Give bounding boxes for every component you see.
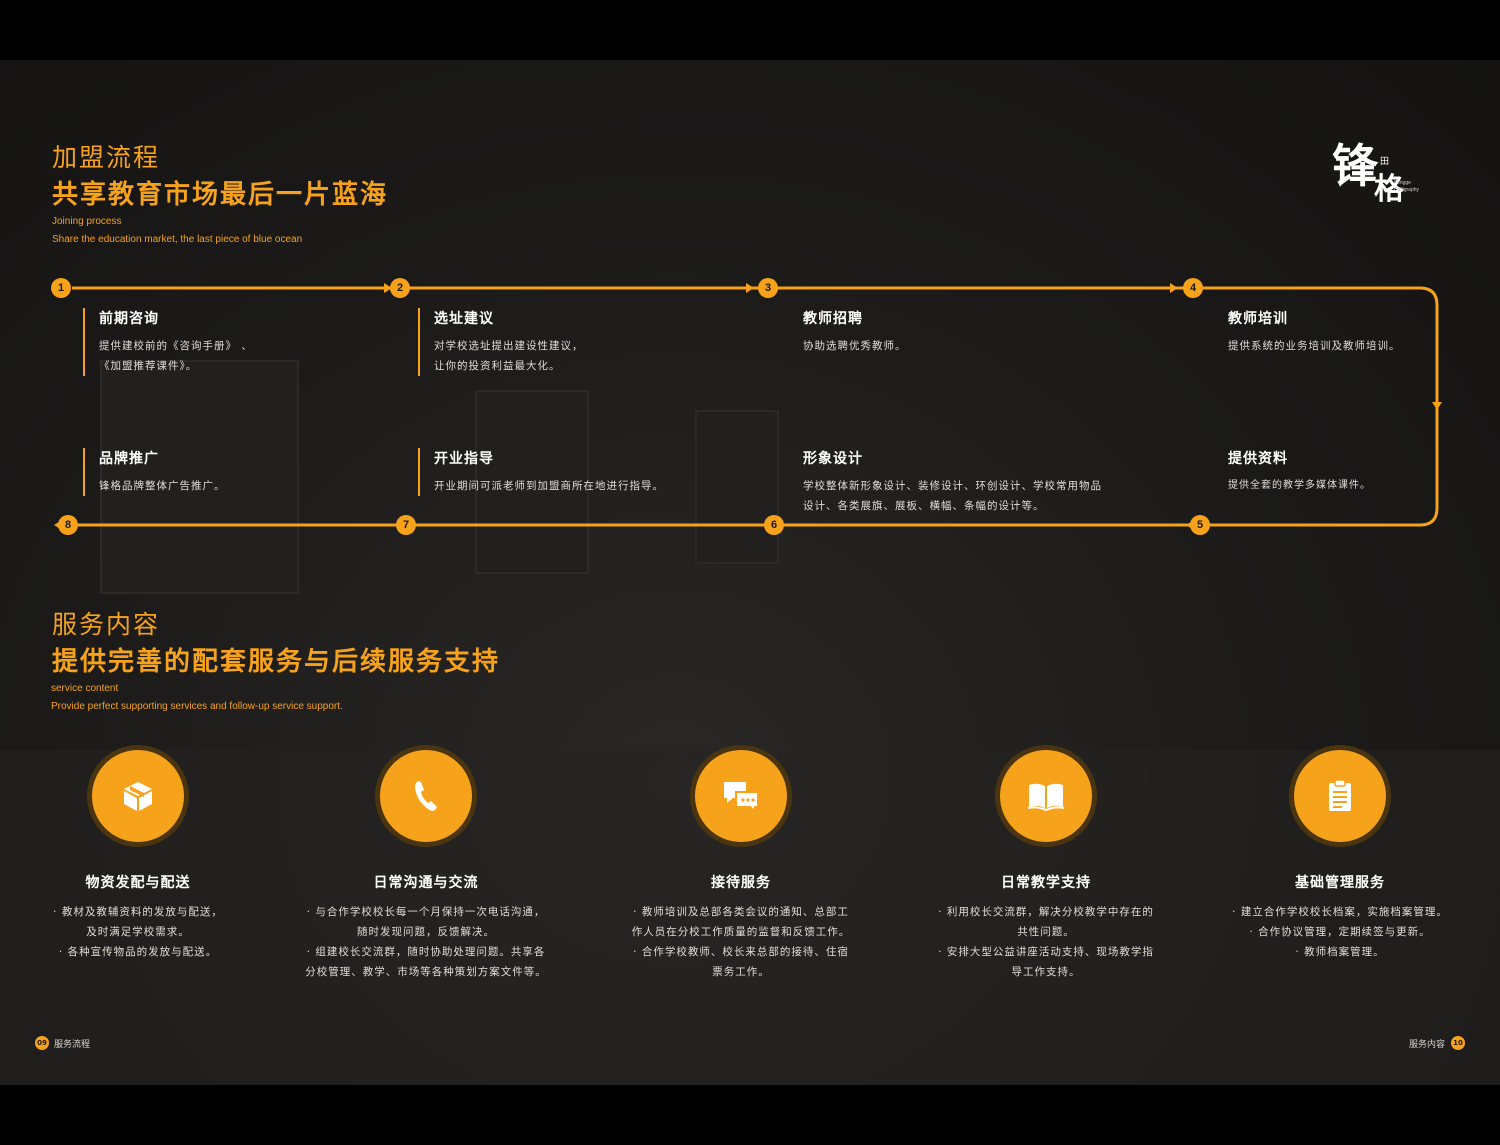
- section-headline-service: 提供完善的配套服务与后续服务支持: [52, 647, 501, 677]
- service-desc-line: · 合作协议管理，定期续签与更新。: [1249, 926, 1431, 938]
- step-title: 品牌推广: [99, 451, 159, 467]
- service-desc-communication: · 与合作学校校长每一个月保持一次电话沟通， 随时发现问题，反馈解决。 · 组建…: [286, 902, 566, 982]
- arrow-right-icon: [1170, 283, 1178, 293]
- section-headline-joining: 共享教育市场最后一片蓝海: [52, 180, 389, 210]
- service-desc-management: · 建立合作学校校长档案，实施档案管理。 · 合作协议管理，定期续签与更新。 ·…: [1200, 902, 1480, 962]
- brand-logo: 锋 格 田 Fengge Calligraphy: [1328, 130, 1438, 230]
- step-number: 1: [51, 278, 71, 298]
- step-number: 3: [758, 278, 778, 298]
- service-desc-line: · 合作学校教师、校长来总部的接待、住宿 票务工作。: [633, 946, 849, 978]
- brochure-spread: 加盟流程 共享教育市场最后一片蓝海 Joining process Share …: [0, 60, 1500, 1085]
- step-desc: 提供系统的业务培训及教师培训。: [1228, 340, 1401, 352]
- step-desc: 提供建校前的《咨询手册》 、 《加盟推荐课件》。: [99, 340, 253, 372]
- step-materials: 提供资料 提供全套的教学多媒体课件。: [1212, 448, 1438, 496]
- step-title: 选址建议: [434, 311, 494, 327]
- logo-char-ge: 格: [1374, 172, 1404, 207]
- section-en-subtitle-joining: Share the education market, the last pie…: [52, 234, 303, 245]
- step-brand-promotion: 品牌推广 锋格品牌整体广告推广。: [83, 448, 359, 496]
- step-number: 7: [396, 515, 416, 535]
- package-icon: [92, 750, 184, 842]
- step-title: 教师培训: [1228, 311, 1288, 327]
- phone-icon: [380, 750, 472, 842]
- background-poster: [695, 410, 779, 564]
- service-desc-line: · 各种宣传物品的发放与配送。: [58, 946, 218, 958]
- service-desc-line: · 利用校长交流群，解决分校教学中存在的 共性问题。: [938, 906, 1154, 938]
- service-title: 日常沟通与交流: [373, 875, 479, 891]
- section-title-service: 服务内容: [52, 610, 161, 639]
- footer-label-left: 服务流程: [54, 1040, 91, 1050]
- service-title: 基础管理服务: [1295, 875, 1385, 891]
- step-desc: 协助选聘优秀教师。: [803, 340, 907, 352]
- step-title: 开业指导: [434, 451, 494, 467]
- step-title: 形象设计: [803, 451, 863, 467]
- clipboard-icon: [1294, 750, 1386, 842]
- logo-en-text: Fengge Calligraphy: [1394, 180, 1419, 194]
- service-desc-line: · 组建校长交流群，随时协助处理问题。共享各 分校管理、教学、市场等各种策划方案…: [305, 946, 547, 978]
- step-teacher-recruitment: 教师招聘 协助选聘优秀教师。: [787, 308, 1103, 356]
- service-desc-line: · 安排大型公益讲座活动支持、现场教学指 导工作支持。: [938, 946, 1154, 978]
- arrow-right-icon: [746, 283, 754, 293]
- page-number-left: 09: [35, 1036, 49, 1050]
- step-desc: 开业期间可派老师到加盟商所在地进行指导。: [434, 480, 664, 492]
- service-title: 接待服务: [711, 875, 771, 891]
- service-desc-line: · 与合作学校校长每一个月保持一次电话沟通， 随时发现问题，反馈解决。: [306, 906, 546, 938]
- step-opening-guidance: 开业指导 开业期间可派老师到加盟商所在地进行指导。: [418, 448, 734, 496]
- arrow-down-icon: [1432, 402, 1442, 410]
- book-icon: [1000, 750, 1092, 842]
- page-number-right: 10: [1451, 1036, 1465, 1050]
- step-desc: 提供全套的教学多媒体课件。: [1228, 480, 1371, 491]
- service-desc-line: · 建立合作学校校长档案，实施档案管理。: [1232, 906, 1448, 918]
- chat-icon: [695, 750, 787, 842]
- step-number: 8: [58, 515, 78, 535]
- logo-char-feng: 锋: [1332, 139, 1378, 193]
- step-number: 4: [1183, 278, 1203, 298]
- service-title: 物资发配与配送: [85, 875, 191, 891]
- step-number: 5: [1190, 515, 1210, 535]
- step-teacher-training: 教师培训 提供系统的业务培训及教师培训。: [1212, 308, 1448, 356]
- service-title: 日常教学支持: [1001, 875, 1091, 891]
- service-desc-reception: · 教师培训及总部各类会议的通知、总部工 作人员在分校工作质量的监督和反馈工作。…: [601, 902, 881, 982]
- section-en-title-service: service content: [51, 683, 119, 694]
- step-desc: 学校整体新形象设计、装修设计、环创设计、学校常用物品 设计、各类展旗、展板、横幅…: [803, 480, 1102, 512]
- background-poster: [100, 360, 299, 594]
- step-desc: 锋格品牌整体广告推广。: [99, 480, 226, 492]
- service-desc-materials: · 教材及教辅资料的发放与配送， 及时满足学校需求。 · 各种宣传物品的发放与配…: [0, 902, 278, 962]
- footer-label-right: 服务内容: [1409, 1040, 1446, 1050]
- service-desc-line: · 教师培训及总部各类会议的通知、总部工 作人员在分校工作质量的监督和反馈工作。: [631, 906, 851, 938]
- step-title: 提供资料: [1228, 451, 1288, 467]
- step-number: 2: [390, 278, 410, 298]
- step-number: 6: [764, 515, 784, 535]
- section-en-subtitle-service: Provide perfect supporting services and …: [51, 701, 343, 712]
- logo-en-line: Calligraphy: [1394, 187, 1420, 193]
- background-poster: [475, 390, 589, 574]
- step-title: 教师招聘: [803, 311, 863, 327]
- step-image-design: 形象设计 学校整体新形象设计、装修设计、环创设计、学校常用物品 设计、各类展旗、…: [787, 448, 1163, 516]
- step-site-selection: 选址建议 对学校选址提出建设性建议， 让你的投资利益最大化。: [418, 308, 734, 376]
- service-desc-teaching-support: · 利用校长交流群，解决分校教学中存在的 共性问题。 · 安排大型公益讲座活动支…: [906, 902, 1186, 982]
- logo-seal: 田: [1380, 157, 1390, 167]
- step-consultation: 前期咨询 提供建校前的《咨询手册》 、 《加盟推荐课件》。: [83, 308, 359, 376]
- arrow-right-icon: [384, 283, 392, 293]
- section-en-title-joining: Joining process: [52, 216, 122, 227]
- section-title-joining: 加盟流程: [52, 143, 161, 172]
- service-desc-line: · 教材及教辅资料的发放与配送， 及时满足学校需求。: [53, 906, 223, 938]
- step-title: 前期咨询: [99, 311, 159, 327]
- service-desc-line: · 教师档案管理。: [1295, 946, 1385, 958]
- step-desc: 对学校选址提出建设性建议， 让你的投资利益最大化。: [434, 340, 584, 372]
- logo-en-line: Fengge: [1394, 180, 1411, 186]
